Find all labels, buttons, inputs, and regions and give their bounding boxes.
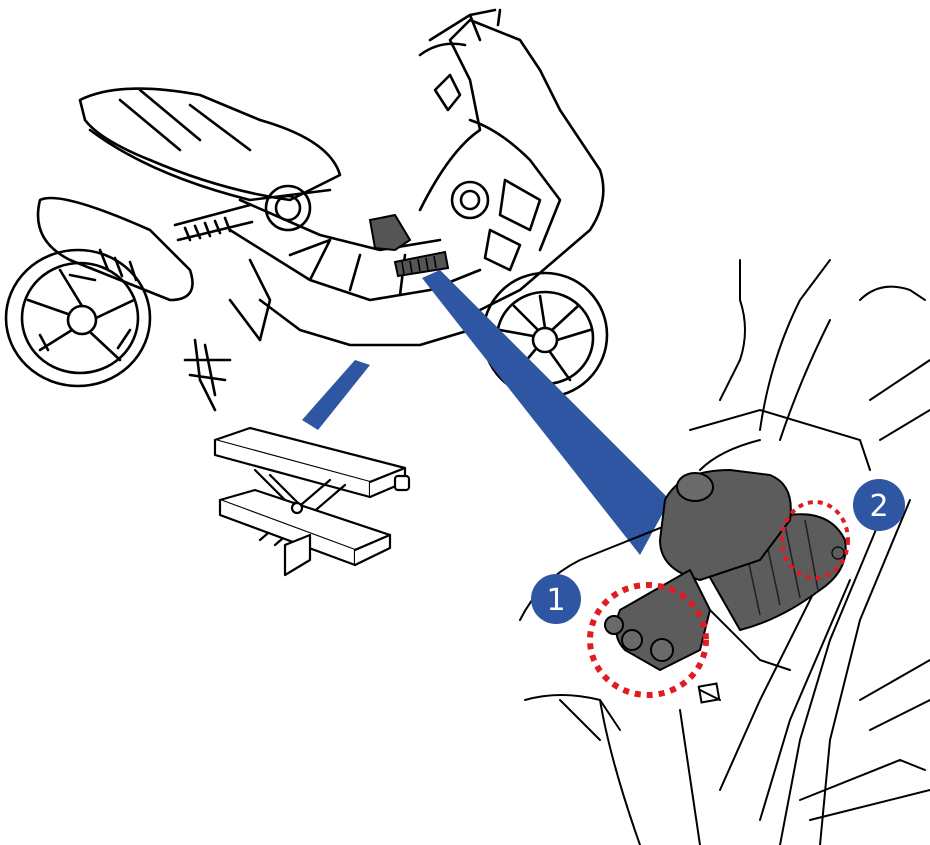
callout-2-label: 2 (869, 489, 888, 524)
callout-1: 1 (531, 574, 581, 624)
handlebar (420, 10, 500, 55)
seat (80, 89, 340, 200)
shock-absorber-detail (520, 260, 930, 845)
lift-jack-illustration (215, 428, 409, 575)
callout-2: 2 (853, 479, 905, 531)
rear-wheel (6, 250, 150, 386)
pointer-to-jack (302, 360, 370, 430)
pointer-to-detail (422, 270, 670, 555)
exhaust (38, 198, 193, 300)
callout-1-label: 1 (546, 583, 565, 618)
